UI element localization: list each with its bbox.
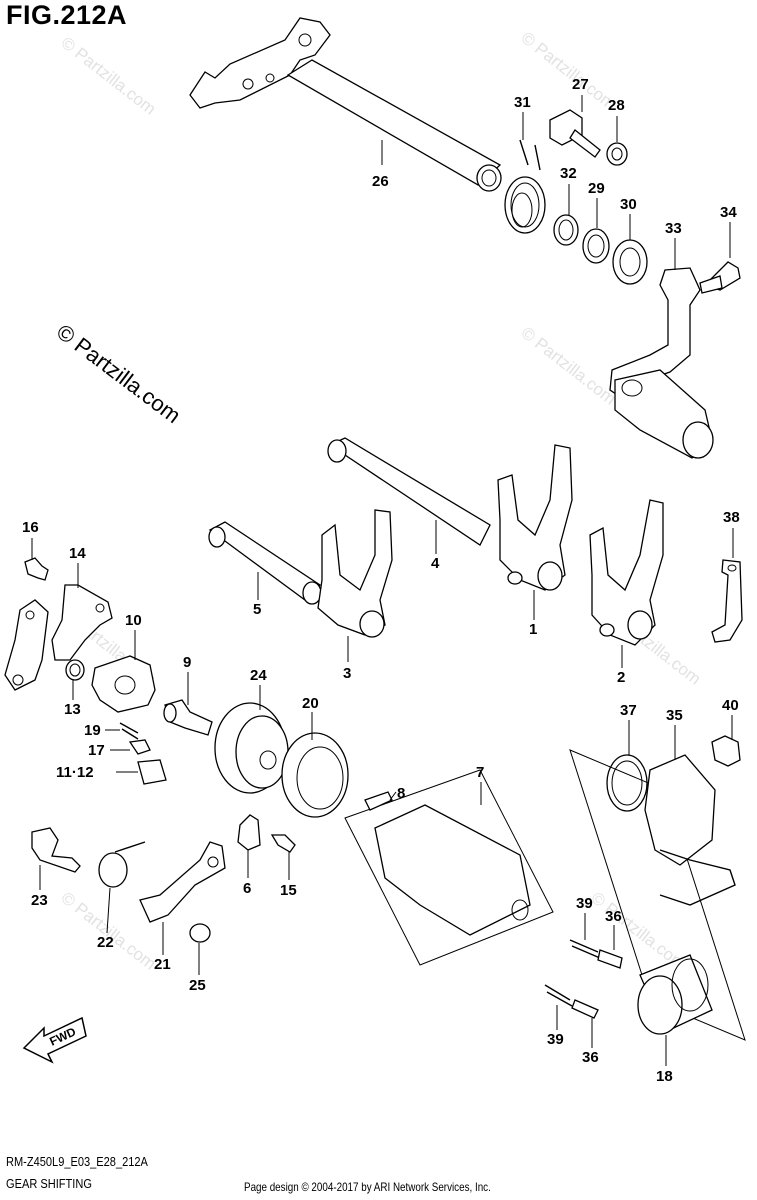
spring-22-part <box>98 841 146 888</box>
callout-21[interactable]: 21 <box>154 956 171 973</box>
callout-39-lower[interactable]: 39 <box>547 1031 564 1048</box>
callout-6[interactable]: 6 <box>243 880 251 897</box>
figure-code: RM-Z450L9_E03_E28_212A <box>6 1154 148 1169</box>
needle-bearing-18-part <box>637 954 713 1035</box>
callout-22[interactable]: 22 <box>97 934 114 951</box>
pin-36-lower-part <box>571 999 599 1019</box>
forward-direction-arrow: FWD <box>22 1016 87 1064</box>
callout-36-upper[interactable]: 36 <box>605 908 622 925</box>
callout-labels: 26 27 28 31 32 29 30 33 34 16 14 4 38 5 … <box>22 76 740 1085</box>
callout-9[interactable]: 9 <box>183 654 191 671</box>
callout-38[interactable]: 38 <box>723 509 740 526</box>
screw-16-part <box>24 557 49 581</box>
bearing-20-part <box>281 732 349 818</box>
callout-37[interactable]: 37 <box>620 702 637 719</box>
watermark-faint: © Partzilla.com <box>518 28 620 114</box>
pin-36-upper-part <box>597 949 623 969</box>
callout-13[interactable]: 13 <box>64 701 81 718</box>
callout-25[interactable]: 25 <box>189 977 206 994</box>
callout-24[interactable]: 24 <box>250 667 267 684</box>
spring-39-lower-part <box>544 984 573 1007</box>
spring-19-part <box>119 722 139 740</box>
spring-39-upper-part <box>569 939 601 959</box>
callout-40[interactable]: 40 <box>722 697 739 714</box>
shift-fork-1-part <box>497 444 573 591</box>
callout-11-12[interactable]: 11·12 <box>56 764 94 781</box>
leader-lines <box>31 95 734 1066</box>
callout-23[interactable]: 23 <box>31 892 48 909</box>
callout-15[interactable]: 15 <box>280 882 297 899</box>
callout-30[interactable]: 30 <box>620 196 637 213</box>
pawl-11-12-part <box>137 759 167 785</box>
bolt-23-part <box>31 827 81 873</box>
callout-18[interactable]: 18 <box>656 1068 673 1085</box>
callout-20[interactable]: 20 <box>302 695 319 712</box>
cover-35-part <box>569 749 746 1041</box>
callout-16[interactable]: 16 <box>22 519 39 536</box>
shift-fork-3-part <box>317 509 393 638</box>
washer-13-part <box>65 659 85 681</box>
callout-10[interactable]: 10 <box>125 612 142 629</box>
stopper-plate-part <box>4 599 49 691</box>
gearshift-cam-24-part <box>214 702 289 794</box>
watermark-faint: © Partzilla.com <box>58 33 160 119</box>
shift-drum-7-part <box>344 769 554 966</box>
bolt-9-part <box>163 699 213 736</box>
fork-shaft-4-part <box>327 437 491 546</box>
shift-fork-2-part <box>589 499 664 646</box>
washer-25-part <box>189 923 211 943</box>
cam-plate-14-part <box>51 584 113 661</box>
cam-driven-gear-10-part <box>91 655 156 713</box>
bolt-27-part <box>549 109 601 158</box>
washer-28-part <box>606 142 628 166</box>
callout-3[interactable]: 3 <box>343 665 351 682</box>
screw-15-part <box>270 834 296 853</box>
callout-34[interactable]: 34 <box>720 204 737 221</box>
callout-17[interactable]: 17 <box>88 742 105 759</box>
callout-27[interactable]: 27 <box>572 76 589 93</box>
copyright-notice: Page design © 2004-2017 by ARI Network S… <box>244 1180 491 1194</box>
washer-29-part <box>582 228 610 264</box>
guide-38-part <box>711 559 743 643</box>
callout-28[interactable]: 28 <box>608 97 625 114</box>
plate-6-part <box>237 814 261 851</box>
callout-39-upper[interactable]: 39 <box>576 895 593 912</box>
pawl-17-part <box>128 739 151 755</box>
callout-5[interactable]: 5 <box>253 601 261 618</box>
oring-37-part <box>606 754 648 812</box>
callout-1[interactable]: 1 <box>529 621 537 638</box>
callout-14[interactable]: 14 <box>69 545 86 562</box>
callout-2[interactable]: 2 <box>617 669 625 686</box>
circlip-32-part <box>553 214 579 246</box>
figure-name: GEAR SHIFTING <box>6 1176 92 1191</box>
callout-33[interactable]: 33 <box>665 220 682 237</box>
arm-21-part <box>139 841 226 923</box>
callout-35[interactable]: 35 <box>666 707 683 724</box>
callout-32[interactable]: 32 <box>560 165 577 182</box>
fork-shaft-5-part <box>208 521 322 605</box>
callout-4[interactable]: 4 <box>431 555 440 572</box>
callout-8[interactable]: 8 <box>397 785 405 802</box>
bolt-40-part <box>711 735 741 767</box>
callout-36-lower[interactable]: 36 <box>582 1049 599 1066</box>
callout-26[interactable]: 26 <box>372 173 389 190</box>
shaft-return-spring-part <box>504 139 546 234</box>
watermark-main: © Partzilla.com <box>52 319 185 428</box>
callout-19[interactable]: 19 <box>84 722 101 739</box>
watermark-faint: © Partzilla.com <box>518 323 620 409</box>
gearshift-lever-part <box>609 261 741 459</box>
callout-29[interactable]: 29 <box>588 180 605 197</box>
shift-shaft-part <box>189 17 502 192</box>
callout-31[interactable]: 31 <box>514 94 531 111</box>
callout-7[interactable]: 7 <box>476 764 484 781</box>
figure-title: FIG.212A <box>6 0 128 30</box>
oil-seal-30-part <box>612 239 648 285</box>
